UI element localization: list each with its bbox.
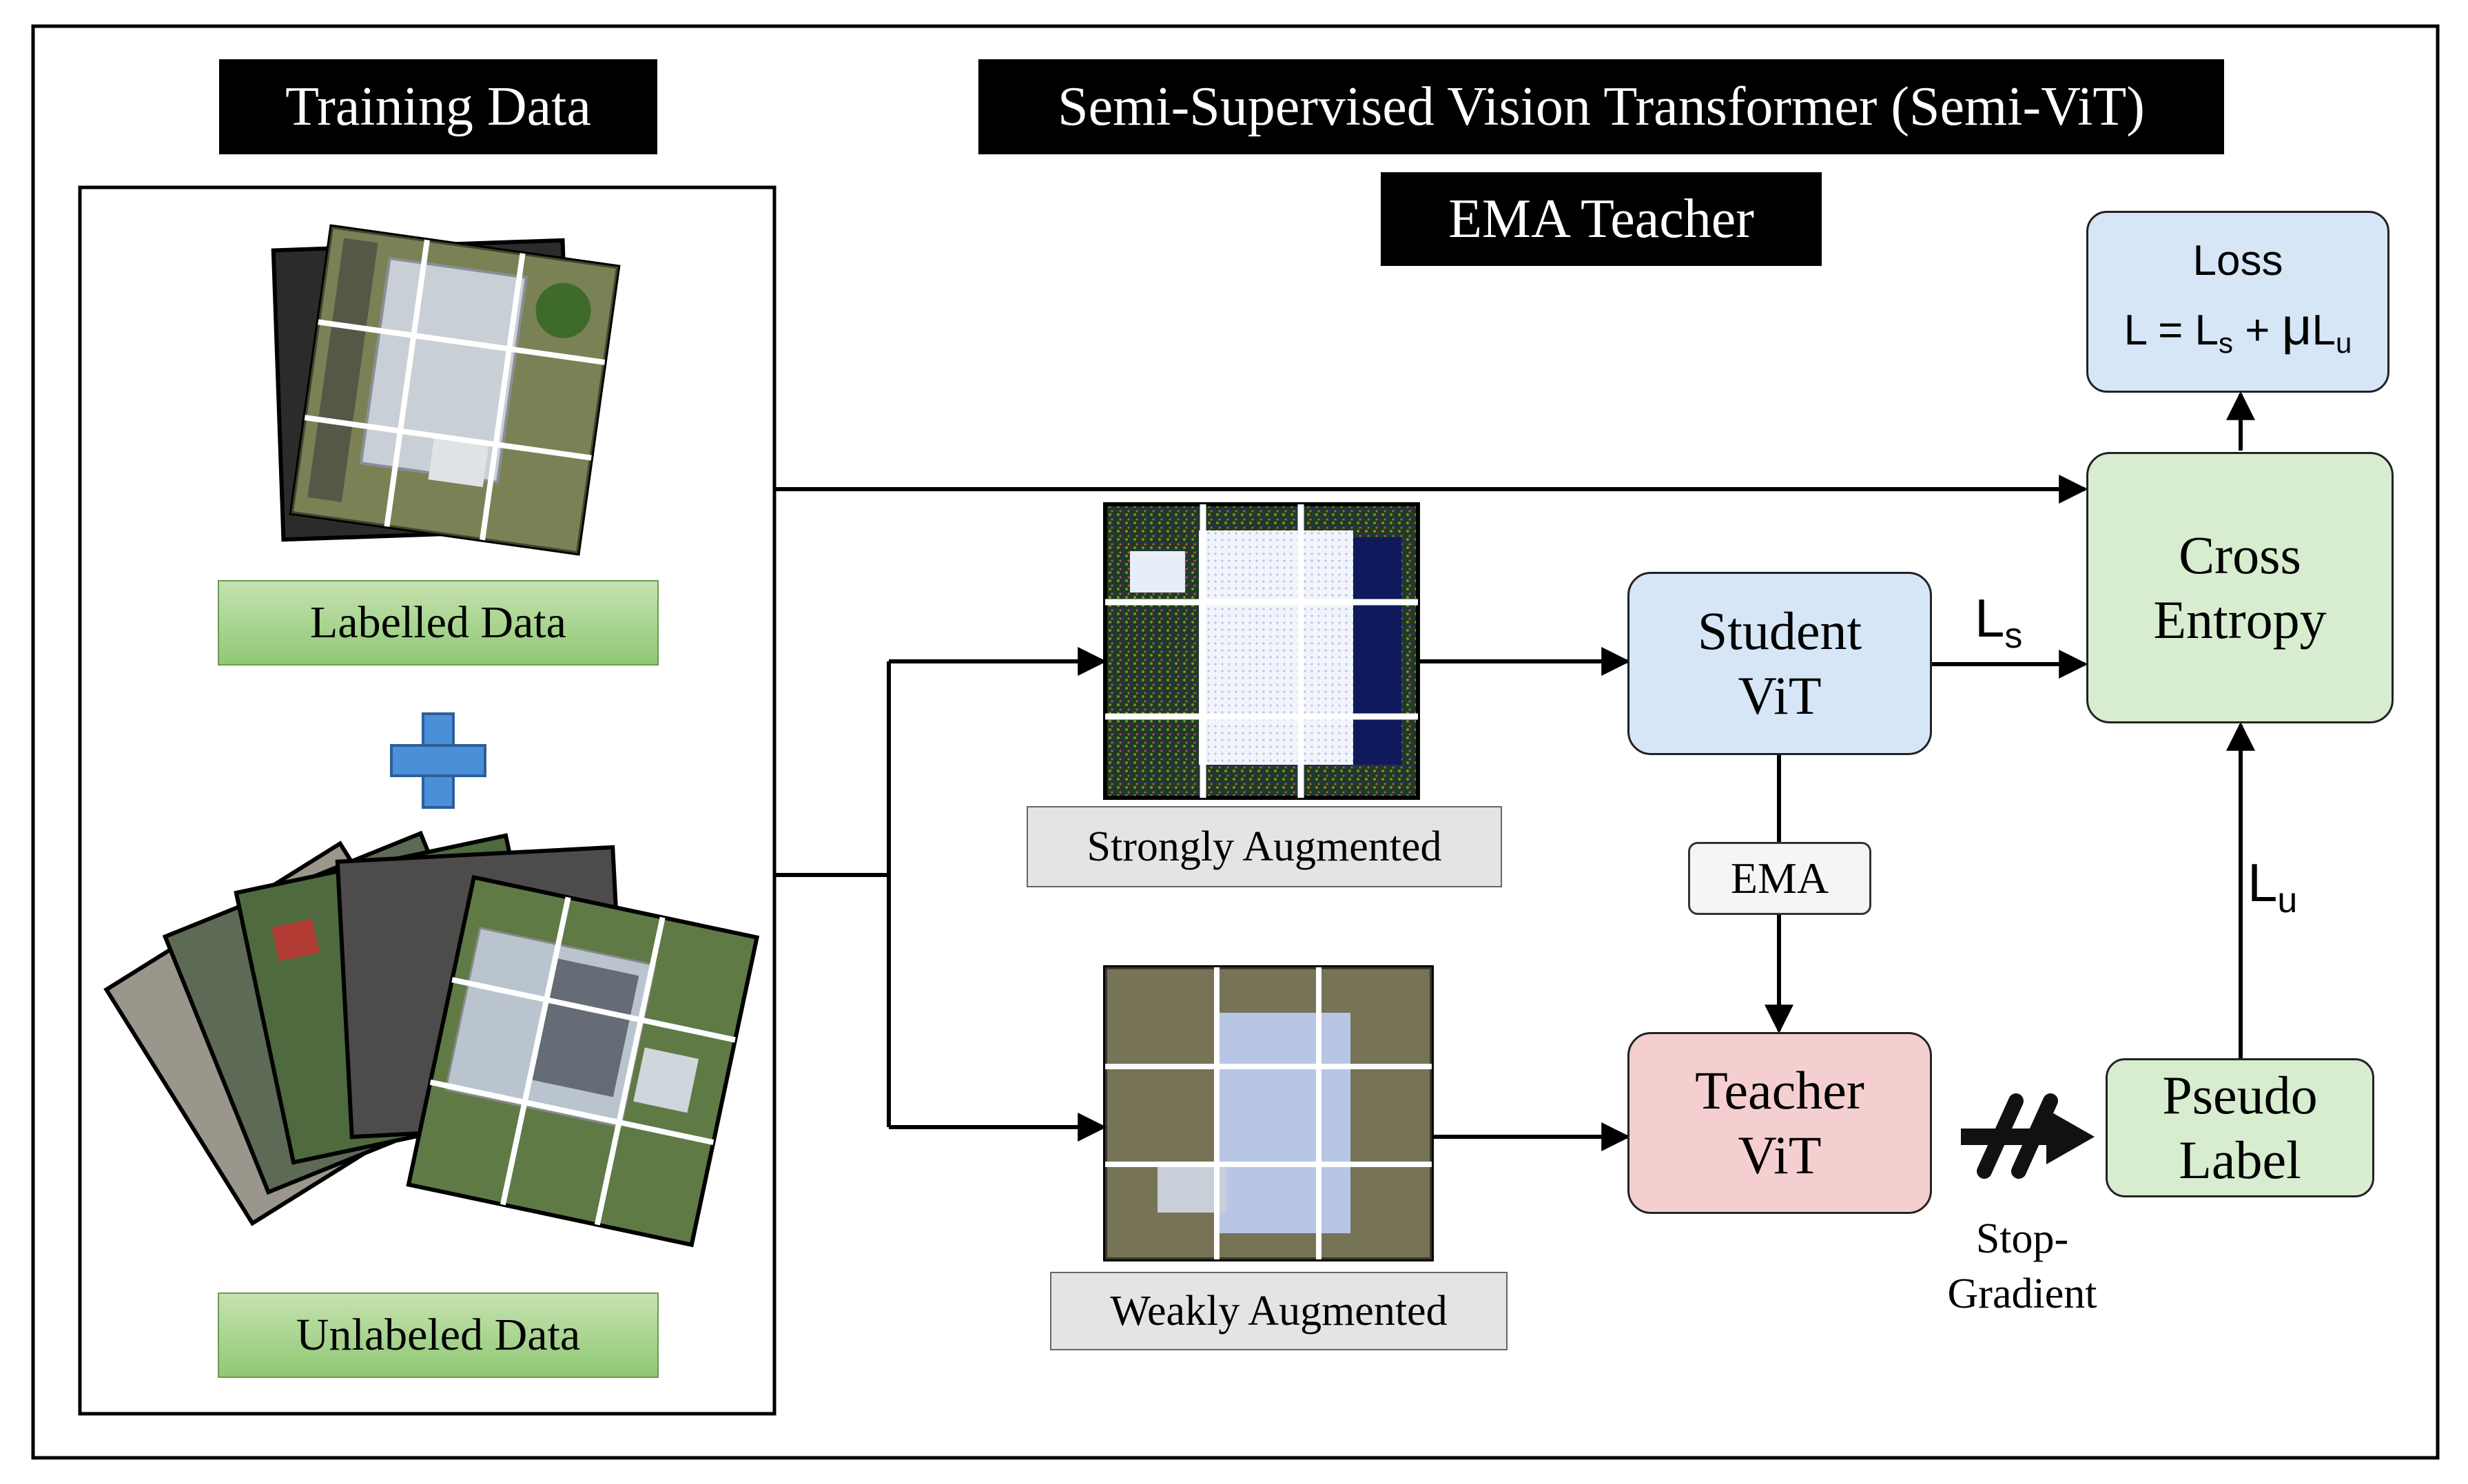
teacher-vit-line1: Teacher	[1695, 1060, 1864, 1120]
loss-formula-l: L	[2312, 306, 2336, 354]
pseudo-label-line2: Label	[2179, 1130, 2301, 1190]
cross-entropy-line2: Entropy	[2153, 590, 2327, 650]
loss-formula-mu: μ	[2281, 297, 2312, 356]
stop-gradient-line1: Stop-	[1975, 1215, 2069, 1262]
stop-gradient-icon	[1961, 1093, 2095, 1179]
plus-icon	[390, 712, 486, 809]
loss-formula-plus: +	[2233, 306, 2282, 354]
ls-main: L	[1975, 588, 2005, 648]
stop-gradient-line2: Gradient	[1947, 1270, 2097, 1317]
loss-formula-u: u	[2335, 326, 2352, 359]
lu-main: L	[2248, 852, 2278, 913]
lu-sub: u	[2277, 880, 2298, 920]
labelled-image-stack	[271, 224, 621, 556]
weakly-augmented-label: Weakly Augmented	[1050, 1272, 1508, 1350]
ls-sub: s	[2004, 616, 2023, 656]
training-data-panel	[78, 185, 777, 1416]
student-vit-line2: ViT	[1738, 666, 1822, 725]
pseudo-label-node: Pseudo Label	[2106, 1058, 2374, 1197]
strongly-augmented-label: Strongly Augmented	[1027, 806, 1502, 887]
ls-label: Ls	[1975, 587, 2022, 657]
cross-entropy-line1: Cross	[2179, 525, 2301, 585]
semi-vit-title: Semi-Supervised Vision Transformer (Semi…	[978, 59, 2224, 154]
stop-gradient-label: Stop- Gradient	[1922, 1211, 2122, 1321]
training-data-title: Training Data	[219, 59, 657, 154]
loss-formula-lhs: L = L	[2123, 306, 2219, 354]
loss-title: Loss	[2192, 236, 2283, 285]
ema-label: EMA	[1688, 842, 1871, 915]
loss-formula-s: s	[2219, 326, 2233, 359]
strongly-augmented-image	[1103, 502, 1420, 800]
teacher-vit-node: Teacher ViT	[1627, 1032, 1932, 1214]
teacher-vit-line2: ViT	[1738, 1125, 1822, 1185]
unlabeled-data-label: Unlabeled Data	[218, 1292, 659, 1378]
outer-frame	[31, 24, 2440, 1460]
labelled-data-label: Labelled Data	[218, 580, 659, 666]
ema-teacher-title: EMA Teacher	[1381, 172, 1822, 266]
pseudo-label-line1: Pseudo	[2162, 1065, 2318, 1125]
student-vit-line1: Student	[1697, 601, 1862, 661]
unlabeled-image-fan	[103, 830, 760, 1248]
connectors	[774, 391, 2255, 1151]
cross-entropy-node: Cross Entropy	[2086, 452, 2394, 723]
lu-label: Lu	[2248, 852, 2297, 921]
student-vit-node: Student ViT	[1627, 572, 1932, 755]
loss-node: Loss L = Ls + μLu	[2086, 211, 2389, 393]
weakly-augmented-image	[1103, 965, 1434, 1261]
loss-formula: L = Ls + μLu	[2124, 294, 2352, 376]
